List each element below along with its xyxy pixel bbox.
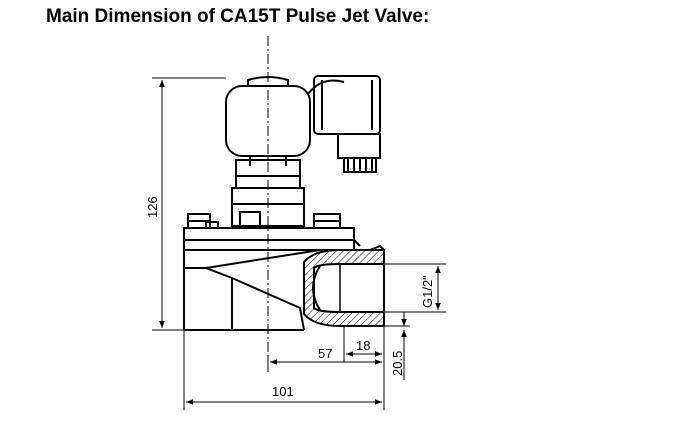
outlet-height-label: 20.5	[390, 351, 405, 376]
solenoid-coil	[225, 76, 345, 177]
page-title: Main Dimension of CA15T Pulse Jet Valve:	[46, 6, 430, 27]
width-label: 101	[272, 384, 294, 399]
height-label: 126	[145, 196, 160, 218]
valve-bonnet	[231, 175, 305, 227]
valve-flange	[183, 227, 361, 251]
connector-plug	[313, 75, 381, 173]
offset-label: 57	[318, 346, 332, 361]
valve-body	[183, 244, 385, 331]
thread-length-label: 18	[356, 338, 370, 353]
extension-lines	[152, 77, 446, 410]
thread-size-label: G1/2"	[420, 275, 435, 308]
outlet-port	[303, 249, 385, 327]
